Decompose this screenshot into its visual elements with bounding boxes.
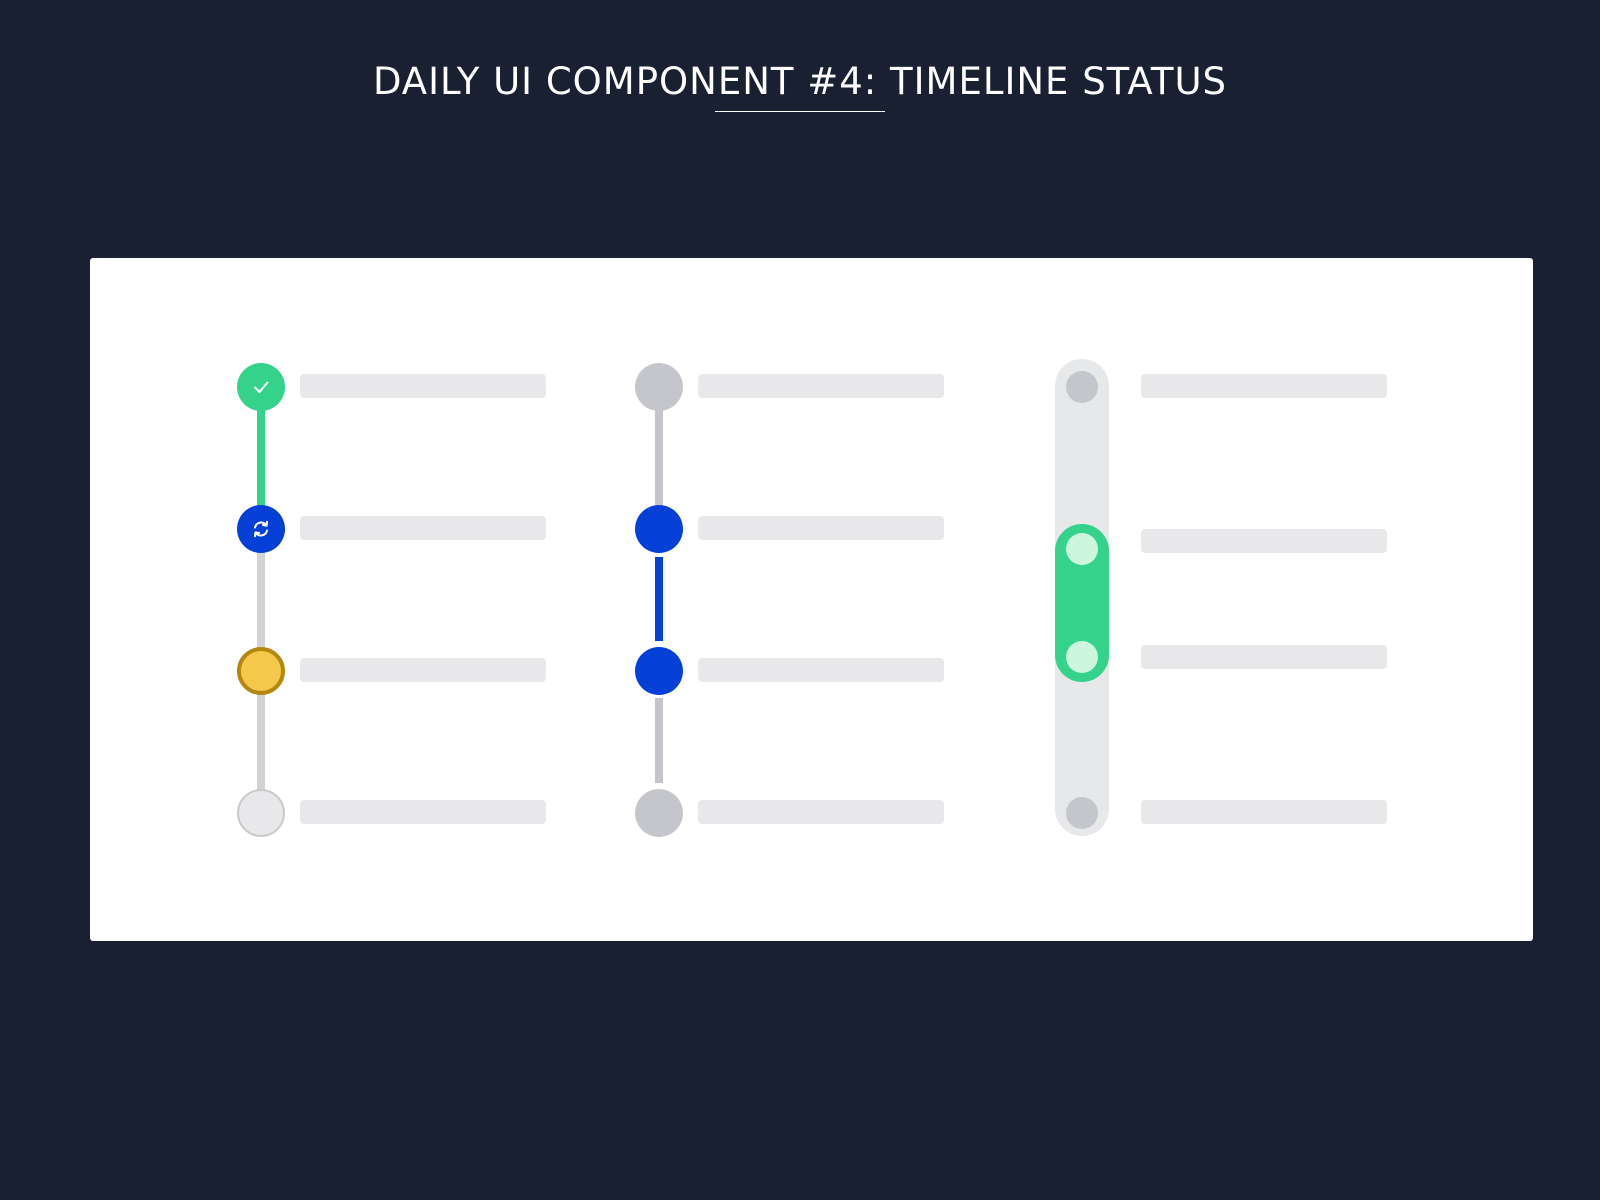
timeline-connector-completed <box>257 406 265 515</box>
timeline-connector <box>655 698 663 783</box>
step-label-placeholder <box>1141 529 1387 553</box>
step-pending[interactable] <box>237 789 285 837</box>
step-active-end[interactable] <box>635 647 683 695</box>
step-warning[interactable] <box>237 647 285 695</box>
step-label-placeholder <box>1141 800 1387 824</box>
step-label-placeholder <box>300 374 546 398</box>
slider-stop-inactive[interactable] <box>1066 371 1098 403</box>
timeline-connector <box>655 408 663 515</box>
slider-stop-inactive[interactable] <box>1066 797 1098 829</box>
slider-handle-end[interactable] <box>1066 641 1098 673</box>
step-label-placeholder <box>698 658 944 682</box>
page-title: DAILY UI COMPONENT #4: TIMELINE STATUS <box>372 60 1228 103</box>
step-label-placeholder <box>1141 645 1387 669</box>
step-label-placeholder <box>300 658 546 682</box>
title-underline <box>715 111 885 112</box>
sync-icon <box>254 520 268 538</box>
step-label-placeholder <box>300 800 546 824</box>
timeline-connector-active <box>655 557 663 641</box>
step-inactive[interactable] <box>635 789 683 837</box>
timeline-card <box>90 258 1533 941</box>
timeline-connector <box>257 548 265 657</box>
step-in-progress[interactable] <box>237 505 285 553</box>
step-label-placeholder <box>698 516 944 540</box>
step-label-placeholder <box>698 374 944 398</box>
slider-handle-start[interactable] <box>1066 533 1098 565</box>
step-active-start[interactable] <box>635 505 683 553</box>
step-completed[interactable] <box>237 363 285 411</box>
check-icon <box>254 381 269 393</box>
step-label-placeholder <box>698 800 944 824</box>
step-label-placeholder <box>300 516 546 540</box>
step-label-placeholder <box>1141 374 1387 398</box>
timeline-connector <box>257 689 265 798</box>
step-inactive[interactable] <box>635 363 683 411</box>
